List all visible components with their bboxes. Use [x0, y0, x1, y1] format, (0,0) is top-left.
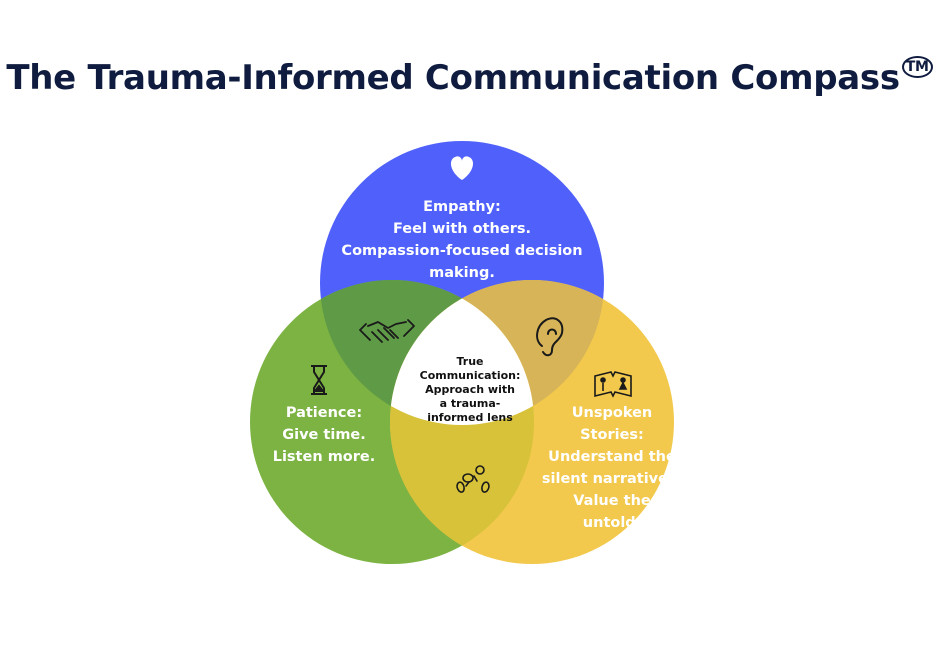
center-line: True — [456, 355, 484, 368]
empathy-title: Empathy: — [423, 199, 501, 215]
page-title: The Trauma-Informed Communication Compas… — [0, 55, 939, 98]
hourglass-icon — [311, 365, 327, 395]
empathy-label: Empathy: Feel with others. Compassion-fo… — [322, 196, 602, 284]
center-line: a trauma- — [439, 397, 501, 410]
stories-label: Unspoken Stories: Understand the silent … — [538, 402, 686, 534]
center-label: True Communication: Approach with a trau… — [414, 355, 526, 425]
handshake-icon — [359, 319, 415, 343]
stories-line: silent narratives. — [541, 471, 683, 487]
center-line: Communication: — [419, 369, 521, 382]
patience-label: Patience: Give time. Listen more. — [254, 402, 394, 468]
trademark-mark: TM — [901, 55, 933, 78]
stories-line: Value the — [573, 493, 651, 509]
center-line: Approach with — [425, 383, 515, 396]
footsteps-icon — [456, 465, 490, 493]
heart-icon — [450, 156, 474, 180]
ear-icon — [536, 317, 564, 357]
empathy-line: Compassion-focused decision — [341, 243, 583, 259]
empathy-line: making. — [429, 265, 495, 281]
patience-title: Patience: — [285, 405, 363, 421]
empathy-line: Feel with others. — [392, 221, 531, 237]
stories-line: untold. — [582, 515, 642, 531]
patience-line: Give time. — [282, 427, 366, 443]
patience-line: Listen more. — [272, 449, 376, 465]
stories-title: Unspoken Stories: — [571, 405, 653, 443]
center-line: informed lens — [427, 411, 513, 424]
book-people-icon — [594, 371, 632, 398]
stories-line: Understand the — [548, 449, 676, 465]
